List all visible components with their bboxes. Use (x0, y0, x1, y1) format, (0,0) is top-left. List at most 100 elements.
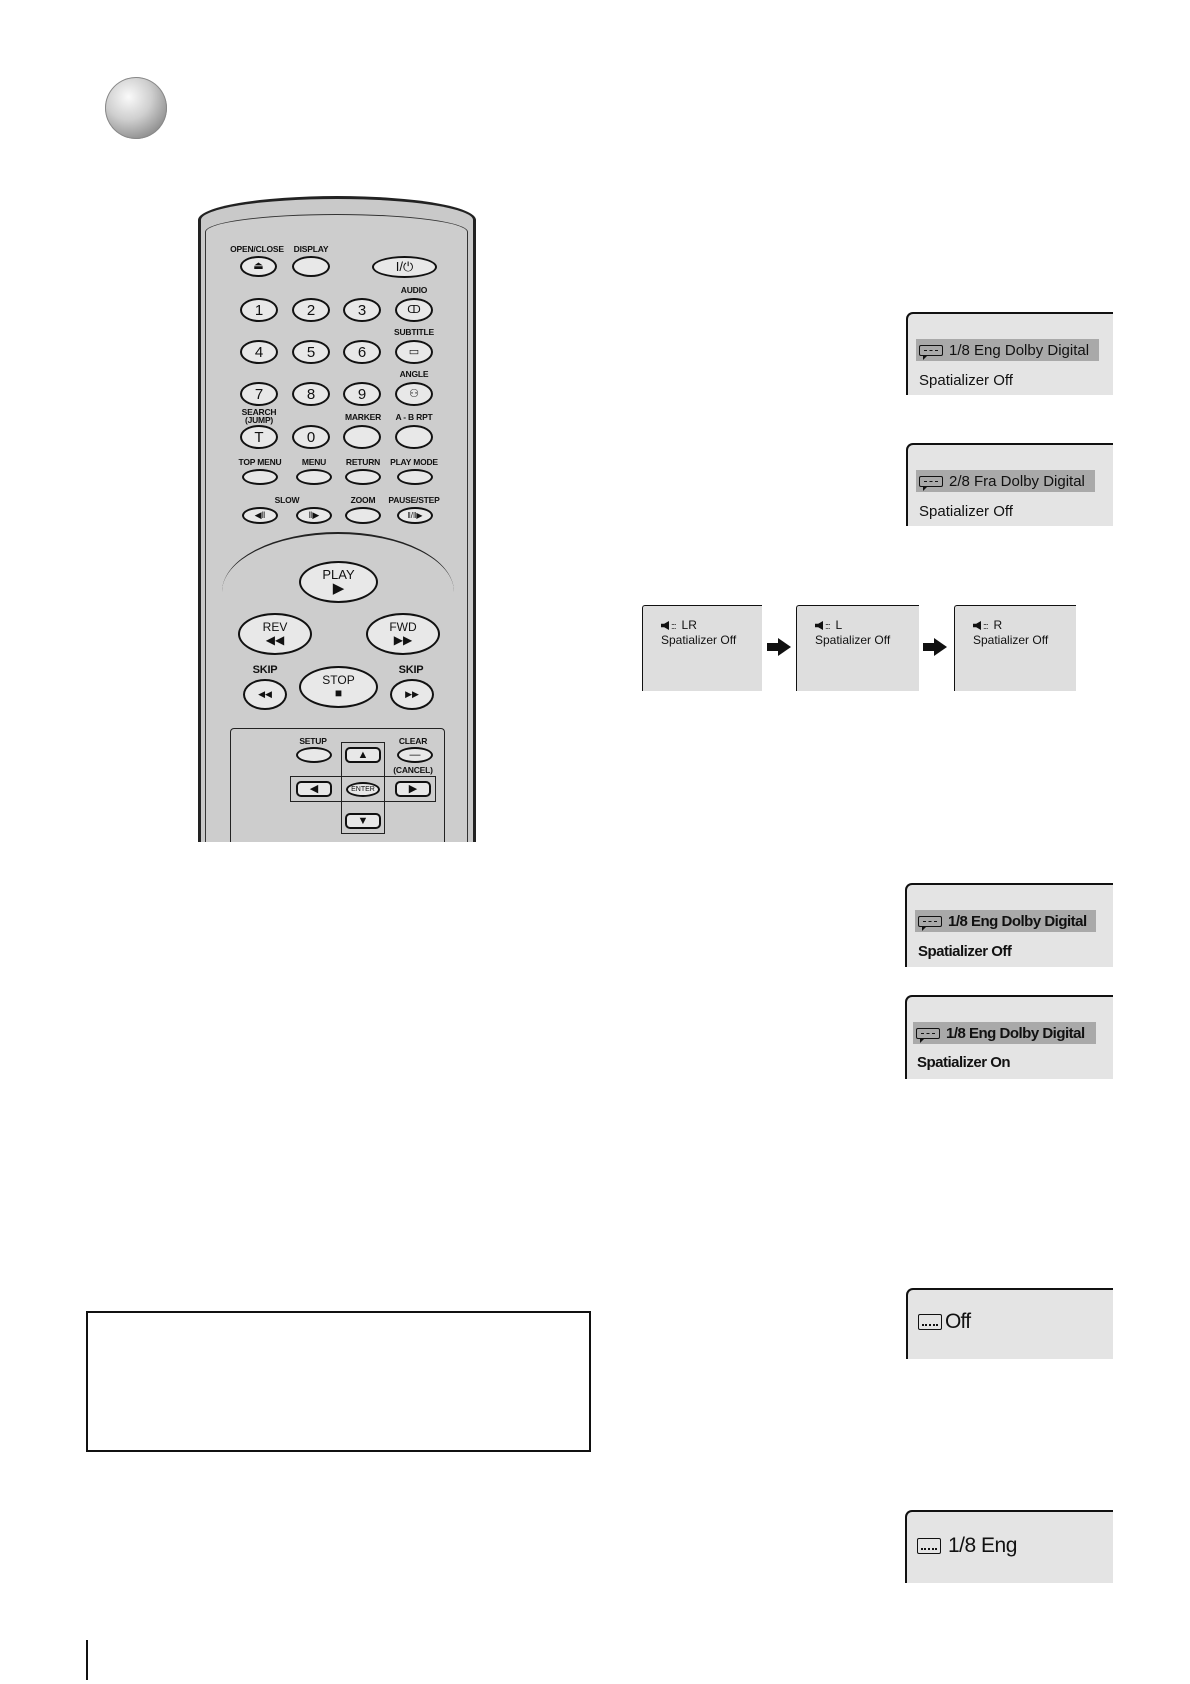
slow-forward-button[interactable]: ‖▶ (296, 507, 332, 524)
osd-spatializer-on-screen: 1/8 Eng Dolby Digital Spatializer On (905, 995, 1113, 1079)
open-close-label: OPEN/CLOSE (230, 244, 284, 254)
osd-subtitle-text: Off (945, 1310, 971, 1333)
number-3-button[interactable]: 3 (343, 298, 381, 322)
play-mode-button[interactable] (397, 469, 433, 485)
osd-audio-screen-1: 1/8 Eng Dolby Digital Spatializer Off (906, 312, 1113, 395)
right-arrow-icon: ▶ (408, 782, 418, 795)
search-label: SEARCH (241, 407, 277, 417)
number-2-button[interactable]: 2 (292, 298, 330, 322)
down-button[interactable]: ▼ (345, 813, 381, 829)
fwd-button[interactable]: FWD ▶▶ (366, 613, 440, 655)
marker-button[interactable] (343, 425, 381, 449)
skip-prev-button[interactable]: ◀◀ (243, 679, 287, 710)
channel-line: :::L (815, 618, 842, 632)
zoom-button[interactable] (345, 507, 381, 524)
display-label: DISPLAY (293, 244, 329, 254)
audio-track-icon (916, 1027, 940, 1043)
dpad-horizontal-frame (290, 776, 436, 802)
slow-forward-icon: ‖▶ (308, 510, 320, 520)
enter-button[interactable]: ENTER (346, 782, 380, 797)
subtitle-icon (918, 1314, 942, 1331)
number-4-button[interactable]: 4 (240, 340, 278, 364)
osd-subtitle-eng-screen: 1/8 Eng (905, 1510, 1113, 1583)
enter-label: ENTER (351, 786, 375, 793)
menu-button[interactable] (296, 469, 332, 485)
clear-button[interactable]: — (397, 747, 433, 763)
dpad-vertical-frame (341, 742, 385, 834)
return-label: RETURN (345, 457, 381, 467)
osd-audio-screen-2: 2/8 Fra Dolby Digital Spatializer Off (906, 443, 1113, 526)
left-button[interactable]: ◀ (296, 781, 332, 797)
osd-audio-track-text: 1/8 Eng Dolby Digital (948, 912, 1087, 930)
osd-audio-track-text: 1/8 Eng Dolby Digital (949, 341, 1090, 359)
jump-label: (JUMP) (244, 415, 274, 425)
top-menu-button[interactable] (242, 469, 278, 485)
note-box (86, 1311, 591, 1452)
pause-step-button[interactable]: ‖/‖▶ (397, 507, 433, 524)
osd-spatializer-text: Spatializer Off (815, 633, 891, 647)
zoom-label: ZOOM (350, 495, 376, 505)
play-mode-label: PLAY MODE (390, 457, 438, 467)
subtitle-label: SUBTITLE (394, 327, 434, 337)
audio-button[interactable]: ↀ (395, 298, 433, 322)
stop-button[interactable]: STOP ■ (299, 666, 378, 708)
cancel-label: (CANCEL) (393, 765, 433, 775)
osd-audio-line: 1/8 Eng Dolby Digital (916, 339, 1099, 361)
number-7-button[interactable]: 7 (240, 382, 278, 406)
up-button[interactable]: ▲ (345, 747, 381, 763)
left-arrow-icon: ◀ (309, 782, 319, 795)
play-icon: ▶ (332, 580, 345, 597)
speaker-icon (973, 621, 981, 630)
osd-spatializer-text: Spatializer Off (661, 633, 737, 647)
return-button[interactable] (345, 469, 381, 485)
skip-next-label: SKIP (398, 664, 424, 676)
slow-reverse-button[interactable]: ◀‖ (242, 507, 278, 524)
page-margin-rule (86, 1640, 88, 1680)
subtitle-icon (917, 1538, 941, 1555)
audio-track-icon (918, 915, 942, 931)
subtitle-icon: ▭ (408, 345, 420, 358)
fwd-label: FWD (389, 620, 417, 634)
osd-audio-line: 2/8 Fra Dolby Digital (916, 470, 1095, 492)
right-button[interactable]: ▶ (395, 781, 431, 797)
rev-button[interactable]: REV ◀◀ (238, 613, 312, 655)
ab-repeat-button[interactable] (395, 425, 433, 449)
stop-label: STOP (322, 673, 355, 687)
osd-spatializer-text: Spatializer Off (918, 943, 1012, 960)
display-button[interactable] (292, 256, 330, 277)
number-0-button[interactable]: 0 (292, 425, 330, 449)
skip-next-button[interactable]: ▶▶ (390, 679, 434, 710)
osd-spatializer-text: Spatializer Off (973, 633, 1049, 647)
pause-step-icon: ‖/‖▶ (407, 510, 423, 520)
marker-label: MARKER (344, 412, 382, 422)
play-arc (222, 532, 454, 602)
osd-subtitle-text: 1/8 Eng (948, 1534, 1017, 1557)
setup-button[interactable] (296, 747, 332, 763)
open-close-button[interactable]: ⏏ (240, 256, 277, 277)
number-9-button[interactable]: 9 (343, 382, 381, 406)
osd-audio-line: 1/8 Eng Dolby Digital (915, 910, 1096, 932)
rev-label: REV (262, 620, 288, 634)
angle-icon: ⚇ (409, 387, 419, 400)
angle-button[interactable]: ⚇ (395, 382, 433, 406)
rev-icon: ◀◀ (265, 633, 285, 647)
fwd-icon: ▶▶ (393, 633, 413, 647)
number-5-button[interactable]: 5 (292, 340, 330, 364)
subtitle-button[interactable]: ▭ (395, 340, 433, 364)
osd-subtitle-line: Off (918, 1310, 971, 1334)
power-button[interactable]: I/⏻ (372, 256, 437, 278)
audio-track-icon (919, 475, 943, 491)
play-label: PLAY (322, 567, 355, 582)
number-8-button[interactable]: 8 (292, 382, 330, 406)
number-1-button[interactable]: 1 (240, 298, 278, 322)
slow-reverse-icon: ◀‖ (254, 510, 266, 520)
search-jump-button[interactable]: T (240, 425, 278, 449)
clear-icon: — (409, 748, 421, 761)
number-6-button[interactable]: 6 (343, 340, 381, 364)
pause-step-label: PAUSE/STEP (388, 495, 440, 505)
osd-channel-lr: :::LR Spatializer Off (642, 605, 762, 691)
stop-icon: ■ (334, 686, 343, 700)
audio-track-icon (919, 344, 943, 360)
play-button[interactable]: PLAY ▶ (299, 561, 378, 603)
menu-label: MENU (301, 457, 327, 467)
